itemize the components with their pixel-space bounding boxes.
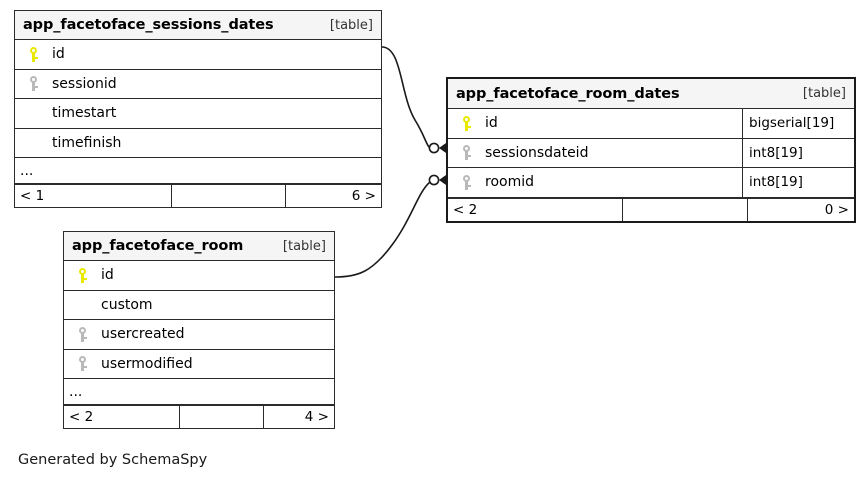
table-title-bar: app_facetoface_sessions_dates [table] [15,11,381,40]
column-cell: id [448,109,742,138]
column-cell: roomid [448,168,742,197]
table-row[interactable]: usermodified [64,349,334,379]
more-columns-row: ... [15,158,381,184]
table-row[interactable]: id [64,261,334,291]
column-cell: custom [64,291,334,320]
table-row[interactable]: usercreated [64,320,334,350]
primary-key-icon [71,267,93,283]
table-row[interactable]: timefinish [15,128,381,158]
foreign-key-icon [22,76,44,92]
footer-middle-cell [623,198,749,221]
footer-next-degree[interactable]: 6 > [351,188,376,204]
crowsfoot-arrow [439,143,446,153]
zero-cardinality-circle [428,142,440,154]
footer-next-degree[interactable]: 4 > [304,409,329,425]
foreign-key-icon [71,356,93,372]
column-cell: sessionid [15,70,381,99]
table-row[interactable]: roomid int8[19] [448,168,854,198]
column-name: usermodified [101,355,193,372]
table-row[interactable]: timestart [15,99,381,129]
column-cell: sessionsdateid [448,139,742,168]
table-row[interactable]: sessionsdateid int8[19] [448,138,854,168]
column-name: timefinish [52,134,122,151]
table-app-facetoface-room[interactable]: app_facetoface_room [table] id custom [63,231,335,429]
column-name: custom [101,296,153,313]
footer-prev-degree[interactable]: < 2 [64,406,181,428]
column-name: roomid [485,174,534,191]
table-row[interactable]: id bigserial[19] [448,109,854,139]
primary-key-icon [455,115,477,131]
ellipsis-label: ... [69,383,83,400]
column-cell: id [15,40,381,69]
table-name: app_facetoface_sessions_dates [23,17,274,33]
column-name: id [52,46,65,63]
footer-next-degree[interactable]: 0 > [824,201,849,218]
primary-key-icon [22,46,44,62]
table-app-facetoface-sessions-dates[interactable]: app_facetoface_sessions_dates [table] id… [14,10,382,208]
foreign-key-icon [71,326,93,342]
column-cell: timefinish [15,129,381,158]
column-name: id [485,115,498,132]
footer-prev-degree[interactable]: < 2 [448,198,623,221]
column-type: int8[19] [742,168,854,197]
table-title-bar: app_facetoface_room [table] [64,232,334,261]
table-footer-nav: < 2 4 > [64,405,334,428]
table-footer-nav: < 2 0 > [448,197,854,221]
more-columns-row: ... [64,379,334,405]
column-type: bigserial[19] [742,109,854,138]
foreign-key-icon [455,174,477,190]
ellipsis-label: ... [20,162,34,179]
table-row[interactable]: custom [64,290,334,320]
zero-cardinality-circle [428,174,440,186]
generated-by-caption: Generated by SchemaSpy [18,452,208,468]
table-title-bar: app_facetoface_room_dates [table] [448,79,854,109]
table-kind-label: [table] [329,17,373,33]
column-name: timestart [52,105,117,122]
column-name: usercreated [101,326,185,343]
relationship-sessions-dates-to-room-dates[interactable] [381,46,446,154]
table-row[interactable]: sessionid [15,69,381,99]
column-name: id [101,267,114,284]
foreign-key-icon [455,145,477,161]
footer-prev-degree[interactable]: < 1 [15,185,173,207]
table-kind-label: [table] [282,238,326,254]
column-cell: usercreated [64,320,334,349]
crowsfoot-arrow [439,175,446,185]
table-app-facetoface-room-dates[interactable]: app_facetoface_room_dates [table] id big… [446,77,856,223]
column-name: sessionsdateid [485,144,589,161]
column-cell: timestart [15,99,381,128]
table-kind-label: [table] [802,86,846,101]
table-row[interactable]: id [15,40,381,70]
column-type: int8[19] [742,138,854,167]
table-name: app_facetoface_room_dates [456,85,680,102]
footer-middle-cell [180,406,264,428]
column-cell: usermodified [64,350,334,379]
table-name: app_facetoface_room [72,238,244,254]
relationship-room-to-room-dates[interactable] [334,174,446,278]
column-cell: id [64,261,334,290]
table-footer-nav: < 1 6 > [15,184,381,207]
column-name: sessionid [52,75,117,92]
footer-middle-cell [172,185,286,207]
